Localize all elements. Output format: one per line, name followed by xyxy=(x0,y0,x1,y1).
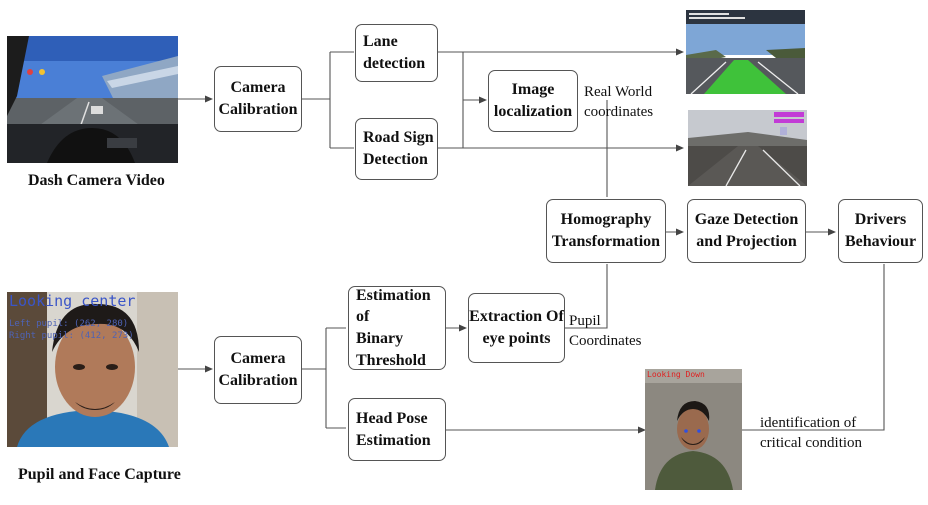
image-localization-box: Image localization xyxy=(488,70,578,132)
branch-calibration-bottom xyxy=(302,327,346,429)
face-capture-caption: Pupil and Face Capture xyxy=(18,466,181,483)
lane-output-image xyxy=(686,10,805,94)
branch-calibration-top xyxy=(302,51,354,149)
drivers-behaviour-box: Drivers Behaviour xyxy=(838,199,923,263)
extraction-eye-points-box: Extraction Of eye points xyxy=(468,293,565,363)
critical-condition-label: identification of critical condition xyxy=(760,415,863,452)
face-capture-image: Looking center Left pupil: (262, 280) Ri… xyxy=(7,292,178,447)
bottom-camera-calibration-box: Camera Calibration xyxy=(214,336,302,404)
line-behaviour-to-critical xyxy=(742,264,885,431)
head-pose-estimation-box: Head Pose Estimation xyxy=(348,398,446,461)
lane-detection-box: Lane detection xyxy=(355,24,438,82)
gaze-detection-box: Gaze Detection and Projection xyxy=(687,199,806,263)
sign-output-image xyxy=(688,110,807,186)
road-sign-detection-box: Road Sign Detection xyxy=(355,118,438,180)
binary-threshold-box: Estimation of Binary Threshold xyxy=(348,286,446,370)
dash-camera-caption: Dash Camera Video xyxy=(28,172,165,189)
face-overlay-title: Looking center xyxy=(9,292,136,310)
top-camera-calibration-box: Camera Calibration xyxy=(214,66,302,132)
line-extraction-to-homography xyxy=(565,264,608,329)
real-world-coordinates-label: Real World coordinates xyxy=(584,84,654,121)
face-overlay-left: Left pupil: (262, 280) xyxy=(9,319,129,329)
driver-image: Looking Down xyxy=(645,369,742,490)
pupil-coordinates-label: Pupil Coordinates xyxy=(569,313,642,350)
face-overlay-right: Right pupil: (412, 273) xyxy=(9,331,134,341)
dash-camera-image xyxy=(7,36,178,163)
branch-to-image-localization xyxy=(462,52,486,148)
homography-transformation-box: Homography Transformation xyxy=(546,199,666,263)
driver-overlay-text: Looking Down xyxy=(647,370,705,379)
